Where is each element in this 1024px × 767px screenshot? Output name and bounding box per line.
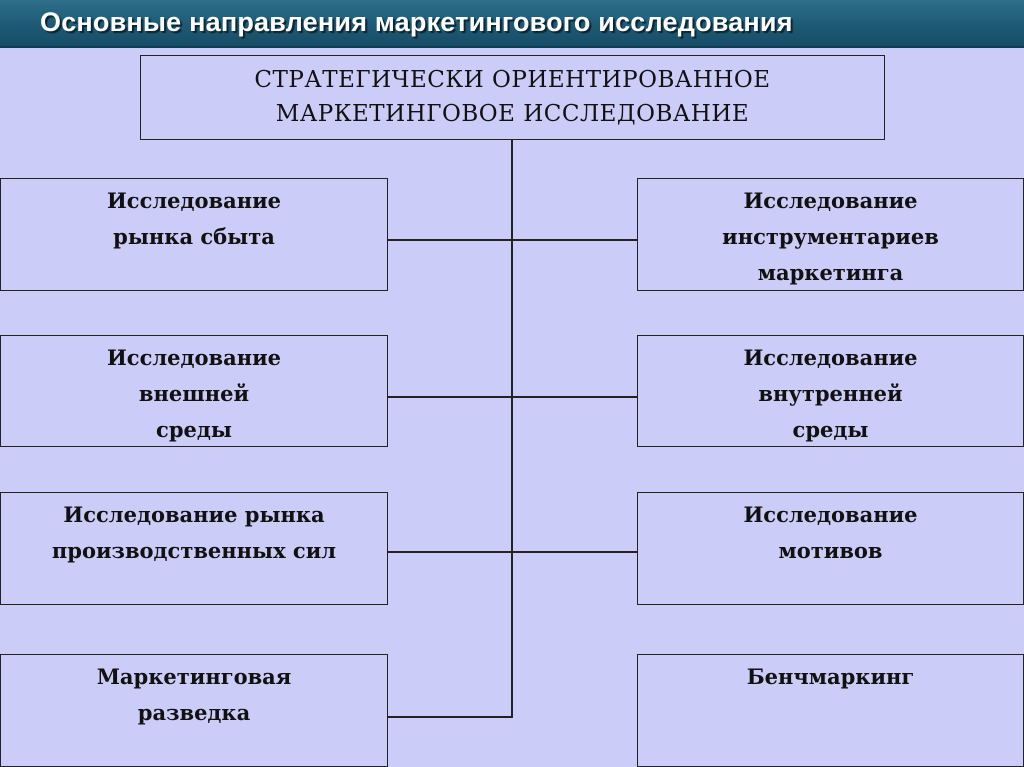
node-productive-forces: Исследование рынка производственных сил: [0, 492, 388, 605]
node-line: рынка сбыта: [113, 224, 275, 249]
node-marketing-tools: Исследование инструментариев маркетинга: [637, 178, 1024, 291]
node-line: Исследование: [743, 502, 918, 527]
node-internal-environment: Исследование внутренней среды: [637, 335, 1024, 447]
node-line: маркетинга: [757, 260, 904, 285]
node-line: Исследование: [106, 345, 282, 370]
node-line: Бенчмаркинг: [746, 664, 915, 689]
title-bar: Основные направления маркетингового иссл…: [0, 0, 1024, 48]
connector-row-4-left: [387, 716, 513, 718]
node-line: Исследование рынка: [63, 502, 325, 527]
root-node-line-1: СТРАТЕГИЧЕСКИ ОРИЕНТИРОВАННОЕ: [254, 67, 771, 93]
node-line: мотивов: [778, 538, 883, 563]
node-line: внутренней: [758, 381, 903, 406]
node-line: разведка: [137, 700, 251, 725]
connector-row-3: [387, 551, 638, 553]
node-market-research: Исследование рынка сбыта: [0, 178, 388, 291]
connector-row-1: [387, 239, 638, 241]
root-node: СТРАТЕГИЧЕСКИ ОРИЕНТИРОВАННОЕ МАРКЕТИНГО…: [140, 55, 885, 140]
page-title: Основные направления маркетингового иссл…: [40, 7, 793, 37]
node-line: Исследование: [743, 188, 918, 213]
central-trunk-line: [511, 140, 513, 718]
connector-row-2: [387, 396, 638, 398]
node-line: Исследование: [106, 188, 282, 213]
node-line: Маркетинговая: [96, 664, 292, 689]
node-line: Исследование: [743, 345, 918, 370]
node-motives: Исследование мотивов: [637, 492, 1024, 605]
node-line: внешней: [138, 381, 250, 406]
node-line: среды: [792, 417, 869, 442]
node-line: среды: [156, 417, 232, 442]
node-line: инструментариев: [722, 224, 939, 249]
node-external-environment: Исследование внешней среды: [0, 335, 388, 447]
node-benchmarking: Бенчмаркинг: [637, 654, 1024, 767]
root-node-line-2: МАРКЕТИНГОВОЕ ИССЛЕДОВАНИЕ: [275, 101, 750, 127]
node-line: производственных сил: [51, 538, 337, 563]
node-marketing-intelligence: Маркетинговая разведка: [0, 654, 388, 767]
